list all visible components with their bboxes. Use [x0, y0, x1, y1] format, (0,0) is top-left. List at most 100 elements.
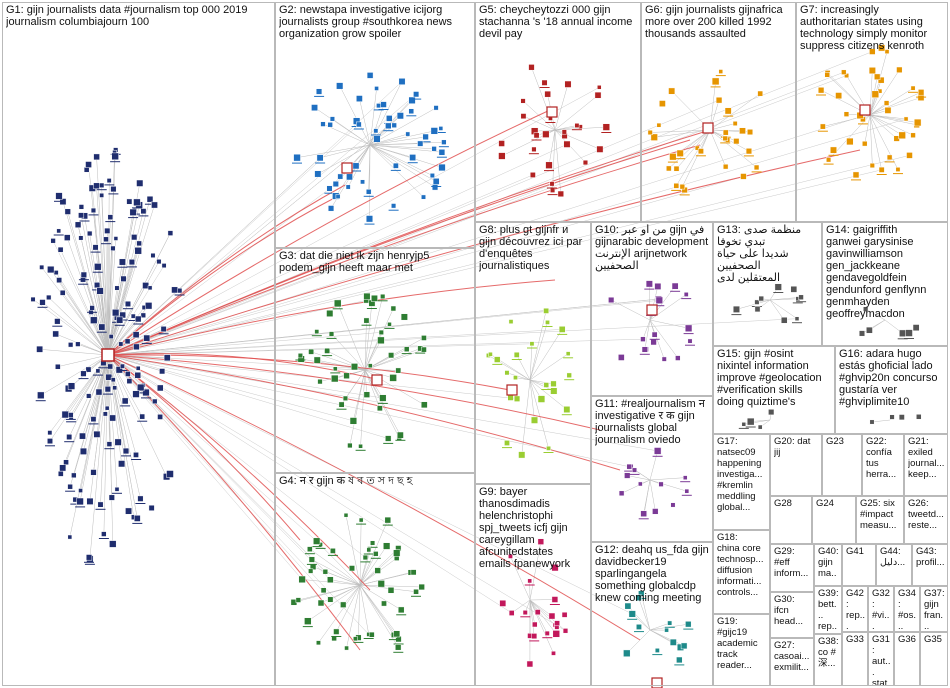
network-edge [359, 584, 402, 611]
network-node [308, 348, 315, 355]
network-edge [107, 300, 367, 356]
group-label-g12: G12: deahq us_fda gijn davidbecker19 spa… [595, 544, 709, 604]
network-node [156, 384, 164, 392]
network-node [371, 294, 378, 302]
group-g39: G39: bett... rep... [814, 586, 842, 634]
network-node [337, 173, 344, 180]
network-node [724, 107, 732, 115]
network-node [349, 417, 358, 425]
network-node [441, 139, 447, 145]
network-node [297, 353, 303, 359]
network-node [722, 135, 728, 142]
network-node [552, 630, 560, 638]
network-node [360, 179, 365, 185]
network-edge [682, 129, 711, 187]
network-edge [41, 267, 109, 356]
network-edge [869, 114, 918, 123]
network-node [531, 146, 537, 152]
network-edge [523, 115, 556, 131]
network-node [68, 342, 74, 348]
network-edge [649, 477, 686, 481]
network-node [95, 388, 103, 396]
group-label-g7: G7: increasingly authoritarian states us… [800, 4, 928, 52]
network-node [673, 182, 680, 189]
network-node [671, 282, 679, 290]
network-edge [349, 369, 366, 446]
network-edge [529, 379, 554, 385]
network-node [56, 277, 63, 284]
network-edge [62, 354, 109, 468]
network-node [824, 72, 830, 78]
network-node [618, 490, 625, 497]
network-node [102, 411, 108, 417]
network-node [333, 628, 340, 635]
network-node [574, 123, 580, 128]
network-node [79, 447, 87, 455]
network-node [110, 186, 117, 193]
network-edge [654, 129, 711, 138]
network-edge [107, 343, 533, 356]
network-node [910, 132, 916, 138]
network-edge [634, 469, 651, 481]
network-node [395, 644, 402, 651]
network-node [421, 346, 427, 353]
network-node [388, 352, 395, 359]
network-node [878, 166, 885, 173]
network-edge [107, 354, 566, 631]
network-node [79, 432, 86, 440]
network-node [654, 282, 662, 290]
network-node [685, 621, 692, 628]
network-edge [529, 599, 535, 637]
group-label-g20: G20: dat jij [774, 436, 811, 458]
network-edge [359, 98, 371, 146]
network-edge [529, 310, 547, 381]
network-node [886, 154, 893, 161]
network-node [320, 121, 326, 127]
network-node [391, 122, 397, 128]
network-node [348, 565, 355, 572]
network-node [85, 161, 92, 168]
network-node [386, 115, 393, 122]
network-node [373, 551, 379, 557]
network-node [739, 127, 746, 135]
network-node [542, 130, 550, 138]
network-node [417, 140, 424, 147]
network-node [295, 597, 302, 603]
network-node [384, 516, 392, 524]
network-edge [642, 319, 651, 340]
group-g6: G6: gijn journalists gijnafrica more ove… [641, 2, 796, 222]
group-g20: G20: dat jij [770, 434, 822, 496]
network-node [381, 600, 387, 607]
network-node [543, 307, 550, 314]
network-node [94, 263, 102, 271]
group-g13: G13: منظمة صدى تبدي تخوفا شديدا على حياة… [713, 222, 822, 346]
network-node [344, 645, 349, 651]
cluster-hub-node [506, 384, 518, 396]
network-node [628, 610, 636, 618]
network-node [316, 640, 321, 646]
network-node [356, 95, 363, 102]
network-node [896, 66, 903, 73]
network-node [558, 326, 566, 333]
network-node [513, 375, 518, 380]
network-edge [529, 599, 554, 654]
group-label-g26: G26: tweetd... reste... [908, 498, 944, 531]
network-node [110, 377, 116, 383]
network-node [732, 305, 740, 313]
network-node [324, 347, 331, 354]
network-node [392, 162, 399, 169]
network-node [380, 293, 386, 300]
network-node [317, 378, 323, 385]
network-node [327, 122, 333, 128]
network-node [39, 264, 45, 270]
network-edge [297, 144, 371, 158]
network-edge [369, 133, 408, 146]
network-node [338, 401, 345, 408]
network-node [499, 599, 507, 607]
network-node [638, 481, 643, 487]
group-label-g17: G17: natsec09 happening investiga... #kr… [717, 436, 763, 513]
network-node [564, 80, 572, 88]
network-node [89, 305, 95, 311]
network-node [370, 540, 376, 546]
network-node [549, 181, 555, 187]
